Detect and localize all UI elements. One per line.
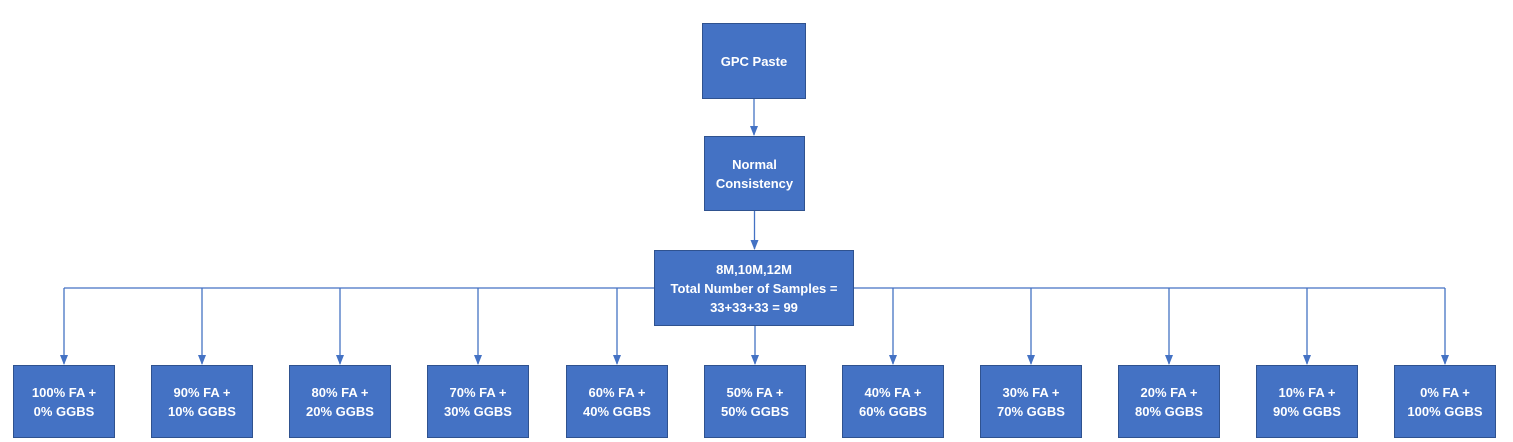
mix-fa-label: 30% FA +: [1002, 384, 1060, 400]
mix-box-50fa-50ggbs: 50% FA + 50% GGBS: [704, 365, 806, 438]
mix-fa-label: 50% FA +: [726, 384, 784, 400]
normal-consistency-label-line1: Normal: [732, 156, 777, 172]
mix-ggbs-label: 70% GGBS: [997, 403, 1065, 419]
normal-consistency-label-line2: Consistency: [715, 175, 794, 191]
molarities-label: 8M,10M,12M: [716, 261, 792, 277]
normal-consistency-box: Normal Consistency: [704, 136, 805, 211]
mix-box-70fa-30ggbs: 70% FA + 30% GGBS: [427, 365, 529, 438]
mix-box-30fa-70ggbs: 30% FA + 70% GGBS: [980, 365, 1082, 438]
mix-box-40fa-60ggbs: 40% FA + 60% GGBS: [842, 365, 944, 438]
mix-box-0fa-100ggbs: 0% FA + 100% GGBS: [1394, 365, 1496, 438]
mix-fa-label: 20% FA +: [1140, 384, 1198, 400]
mix-box-20fa-80ggbs: 20% FA + 80% GGBS: [1118, 365, 1220, 438]
gpc-paste-label: GPC Paste: [720, 53, 788, 69]
samples-sum-label: 33+33+33 = 99: [710, 299, 798, 315]
mix-ggbs-label: 100% GGBS: [1407, 403, 1483, 419]
mix-fa-label: 10% FA +: [1278, 384, 1336, 400]
mix-fa-label: 80% FA +: [311, 384, 369, 400]
total-samples-label: Total Number of Samples =: [670, 280, 838, 296]
mix-ggbs-label: 20% GGBS: [306, 403, 374, 419]
samples-box: 8M,10M,12M Total Number of Samples = 33+…: [654, 250, 854, 326]
mix-ggbs-label: 60% GGBS: [859, 403, 927, 419]
mix-fa-label: 0% FA +: [1420, 384, 1470, 400]
mix-box-80fa-20ggbs: 80% FA + 20% GGBS: [289, 365, 391, 438]
mix-ggbs-label: 90% GGBS: [1273, 403, 1341, 419]
mix-ggbs-label: 30% GGBS: [444, 403, 512, 419]
mix-fa-label: 60% FA +: [588, 384, 646, 400]
mix-ggbs-label: 50% GGBS: [721, 403, 789, 419]
mix-ggbs-label: 80% GGBS: [1135, 403, 1203, 419]
gpc-paste-box: GPC Paste: [702, 23, 806, 99]
mix-ggbs-label: 40% GGBS: [583, 403, 651, 419]
mix-ggbs-label: 10% GGBS: [168, 403, 236, 419]
mix-fa-label: 40% FA +: [864, 384, 922, 400]
mix-box-10fa-90ggbs: 10% FA + 90% GGBS: [1256, 365, 1358, 438]
mix-ggbs-label: 0% GGBS: [33, 403, 95, 419]
mix-fa-label: 90% FA +: [173, 384, 231, 400]
mix-box-90fa-10ggbs: 90% FA + 10% GGBS: [151, 365, 253, 438]
mix-box-100fa-0ggbs: 100% FA + 0% GGBS: [13, 365, 115, 438]
mix-box-60fa-40ggbs: 60% FA + 40% GGBS: [566, 365, 668, 438]
mix-fa-label: 100% FA +: [31, 384, 97, 400]
mix-fa-label: 70% FA +: [449, 384, 507, 400]
